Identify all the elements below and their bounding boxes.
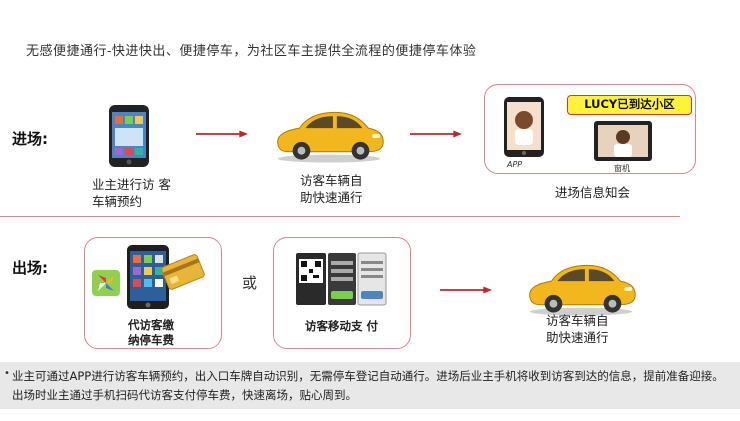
arrow-right-icon	[410, 129, 462, 139]
note-text: 业主可通过APP进行访客车辆预约，出入口车牌自动识别，无需停车登记自动通行。进场…	[12, 369, 724, 402]
device-label: 窗机	[614, 164, 630, 173]
or-text: 或	[242, 274, 258, 292]
arrow-right-icon	[440, 285, 492, 295]
exit-result-caption-line1: 访客车辆自	[546, 313, 609, 328]
headline: 无感便捷通行-快进快出、便捷停车，为社区车主提供全流程的便捷停车体验	[26, 44, 477, 59]
car-icon	[270, 104, 388, 164]
entry-step2-caption: 访客车辆自 助快速通行	[300, 172, 363, 206]
bank-card-icon	[161, 254, 205, 290]
exit-option1-caption-line2: 纳停车费	[128, 333, 174, 347]
exit-option1-caption: 代访客缴 纳停车费	[128, 318, 174, 348]
note-bar: • 业主可通过APP进行访客车辆预约，出入口车牌自动识别，无需停车登记自动通行。…	[0, 362, 740, 409]
phone-app-icon	[504, 97, 544, 157]
app-label: APP	[507, 160, 523, 169]
tablet-device-icon	[594, 121, 652, 161]
entry-step1-caption-line1: 业主进行访 客	[92, 177, 171, 192]
entry-step1-caption: 业主进行访 客 车辆预约	[92, 176, 171, 210]
entry-label: 进场:	[12, 130, 48, 148]
car-icon	[522, 257, 640, 317]
smartphone-icon	[127, 245, 169, 309]
section-divider	[0, 216, 680, 217]
exit-option2-caption: 访客移动支 付	[305, 319, 379, 333]
exit-result-caption: 访客车辆自 助快速通行	[546, 312, 609, 346]
entry-step1-caption-line2: 车辆预约	[92, 194, 143, 209]
exit-label: 出场:	[12, 259, 48, 277]
arrow-right-icon	[196, 129, 248, 139]
entry-step2-caption-line1: 访客车辆自	[300, 173, 363, 188]
entry-step3-caption: 进场信息知会	[555, 185, 631, 200]
entry-step2-caption-line2: 助快速通行	[300, 190, 363, 205]
arrival-notification-bubble: LUCY已到达小区	[567, 95, 692, 115]
mobile-payment-screens-icon	[296, 252, 387, 306]
exit-option1-caption-line1: 代访客缴	[128, 318, 174, 332]
smartphone-icon	[109, 105, 149, 167]
note-bullet: •	[4, 368, 10, 379]
exit-result-caption-line2: 助快速通行	[546, 330, 609, 345]
pinwheel-logo-icon	[92, 270, 120, 296]
